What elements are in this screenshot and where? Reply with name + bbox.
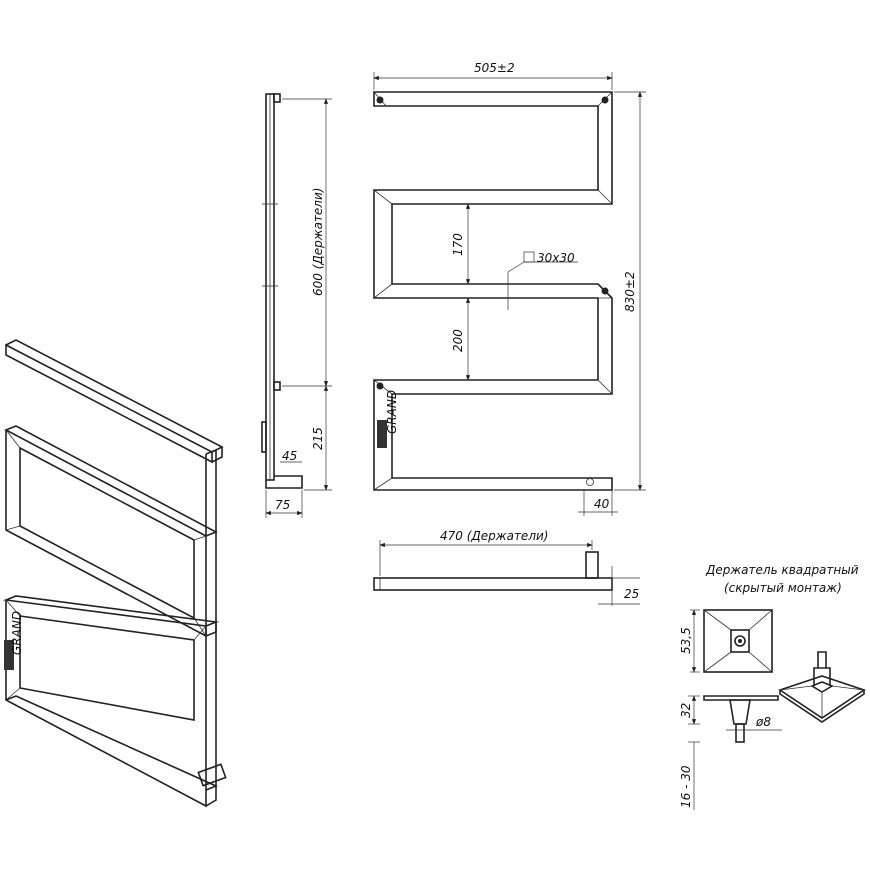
top-view: 470 (Держатели) 25 <box>373 529 640 606</box>
dim-pin-length: 16 - 30 <box>679 765 693 808</box>
dim-holder-offset-bottom: 215 <box>311 427 325 450</box>
dim-holder-spacing-horizontal: 470 (Держатели) <box>440 529 548 543</box>
dim-wall-offset-small: 45 <box>282 449 297 463</box>
dim-gap-upper: 170 <box>451 233 465 256</box>
isometric-view: GRAND <box>2 339 227 808</box>
side-view: 600 (Держатели) 215 45 75 <box>261 93 332 518</box>
holder-title-line1: Держатель квадратный <box>705 563 859 577</box>
dim-wall-offset: 75 <box>275 498 290 512</box>
dim-width-total: 505±2 <box>474 61 515 75</box>
iso-middle-frame <box>4 425 218 638</box>
dim-pin-diameter: ø8 <box>755 715 771 729</box>
dim-profile: 30x30 <box>537 251 575 265</box>
dim-holder-height: 32 <box>679 703 693 718</box>
iso-brand-mark: GRAND <box>10 611 24 655</box>
front-view: GRAND 505±2 830±2 170 200 30x30 40 <box>373 61 646 516</box>
dim-height-total: 830±2 <box>623 271 637 312</box>
holder-title-line2: (скрытый монтаж) <box>724 581 842 595</box>
front-brand-mark: GRAND <box>385 390 399 434</box>
dim-holder-spacing-vertical: 600 (Держатели) <box>311 188 325 296</box>
dim-bottom-right-offset: 40 <box>594 497 610 511</box>
dim-plate-size: 53,5 <box>679 627 693 654</box>
holder-detail: Держатель квадратный (скрытый монтаж) 53… <box>679 563 866 810</box>
dim-bar-thickness: 25 <box>624 587 639 601</box>
iso-bottom-frame: GRAND <box>2 595 227 808</box>
dim-gap-lower: 200 <box>451 329 465 352</box>
